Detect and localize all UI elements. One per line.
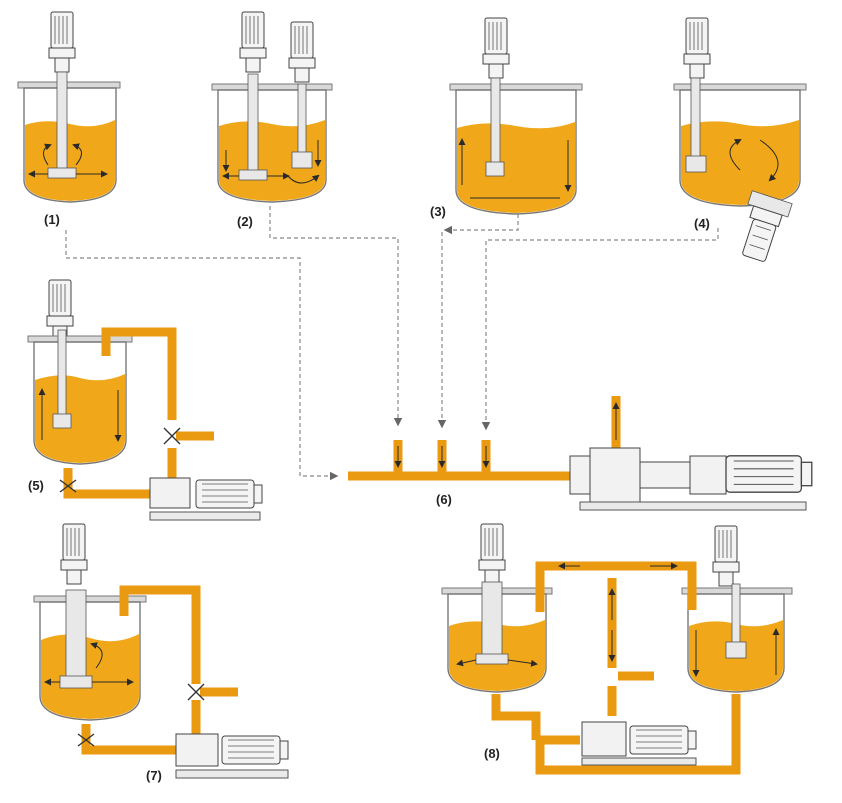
tank-5-lid	[27, 335, 133, 343]
tank-2-motor-icon	[239, 11, 267, 73]
tank-3-shaft	[490, 77, 501, 165]
tank-7-rotor-stator	[59, 675, 93, 689]
tank-1-shaft	[56, 71, 68, 171]
tank-4-motor-icon	[683, 17, 711, 79]
tank-1-rotor-stator	[47, 167, 77, 179]
tank-2: (2)	[211, 11, 333, 229]
tank-7: (7)	[33, 523, 289, 783]
pump-5-body	[149, 477, 191, 509]
label-7: (7)	[146, 768, 162, 783]
tank-5-bottom-valve-icon	[59, 479, 77, 493]
pump-5-motor-icon	[195, 479, 263, 509]
inline-mixer-motor-icon	[725, 455, 813, 493]
dashed-connectors	[65, 206, 719, 481]
tank-7-return-pipe	[119, 585, 201, 684]
label-4: (4)	[694, 216, 710, 231]
tank-8b-shaft	[731, 583, 741, 645]
tank-3-lid	[449, 83, 583, 91]
tank-8a-motor-icon	[478, 523, 506, 585]
tank-1-lid	[17, 81, 121, 89]
label-2: (2)	[237, 214, 253, 229]
tank-5-return-pipe	[101, 327, 177, 420]
inline-mixer-head	[569, 455, 591, 495]
tank-8b-motor-icon	[712, 525, 740, 587]
tank-7-lid	[33, 595, 147, 603]
tank-5-agitator	[52, 413, 72, 429]
tank-1-motor-icon	[48, 11, 76, 73]
system-8-left-outlet-pipe	[491, 694, 541, 740]
pump-8-body	[581, 721, 627, 757]
inline-mixer-coupling	[689, 455, 727, 495]
tank-4: (4)	[673, 17, 807, 262]
inline-mixer-base	[579, 501, 807, 511]
pump-7	[175, 733, 289, 779]
tank-5-valve-icon	[163, 427, 181, 445]
label-3: (3)	[430, 204, 446, 219]
tank-8a-rotor-stator	[475, 653, 509, 665]
pump-8-motor-icon	[629, 725, 697, 755]
label-8: (8)	[484, 746, 500, 761]
label-6: (6)	[436, 492, 452, 507]
tank-5: (5)	[27, 279, 263, 521]
pump-8-base	[581, 757, 697, 766]
connector-3-arrow	[443, 214, 519, 235]
tank-7-outlet-pipe	[81, 724, 176, 755]
pump-7-base	[175, 769, 289, 779]
tank-4-agitator	[685, 155, 707, 173]
tank-7-bottom-valve-icon	[77, 733, 95, 747]
tank-1-liquid	[25, 120, 115, 201]
tank-3-liquid	[457, 122, 575, 213]
tank-2-agitator-shaft	[297, 83, 307, 157]
tank-7-motor-icon	[60, 523, 88, 585]
tank-2-agitator	[291, 151, 313, 169]
pump-7-motor-icon	[221, 735, 289, 765]
tank-2-rotor-stator	[238, 169, 268, 181]
tank-2-lid	[211, 83, 333, 91]
connector-1-to-6	[65, 230, 339, 481]
tank-2-shaft	[247, 73, 259, 173]
tank-4-shaft	[690, 77, 701, 159]
tank-4-liquid	[681, 120, 799, 205]
tank-5-liquid	[35, 374, 125, 463]
inline-mixer-body	[589, 447, 641, 503]
tank-8b-agitator	[725, 641, 747, 659]
tank-5-shaft	[57, 329, 67, 417]
tank-7-valve-icon	[187, 683, 205, 701]
system-8: (8)	[441, 523, 793, 775]
tank-2-anchor-motor-icon	[288, 21, 316, 83]
connector-4-to-6	[481, 228, 719, 431]
inline-mixer-6: (6)	[348, 396, 813, 511]
tank-3-motor-icon	[482, 17, 510, 79]
connector-2-to-6	[269, 206, 403, 427]
pump-5-base	[149, 511, 261, 521]
tank-4-bottom-mixer	[742, 190, 793, 262]
system-8-bottom-loop-pipe	[535, 694, 741, 775]
label-1: (1)	[44, 212, 60, 227]
inline-mixer-bearing	[639, 461, 691, 489]
tank-3: (3)	[430, 17, 583, 219]
label-5: (5)	[28, 478, 44, 493]
tank-1: (1)	[17, 11, 121, 227]
tank-7-shaft	[65, 589, 87, 679]
pump-5	[149, 477, 263, 521]
tank-5-outlet-pipe	[63, 468, 150, 499]
system-8-top-pipe	[535, 561, 697, 612]
pump-7-body	[175, 733, 219, 767]
tank-3-rotor-stator	[485, 161, 505, 177]
tank-4-bottom-motor-icon	[742, 218, 777, 262]
pump-8	[581, 721, 697, 766]
tank-8a-shaft	[481, 581, 503, 657]
